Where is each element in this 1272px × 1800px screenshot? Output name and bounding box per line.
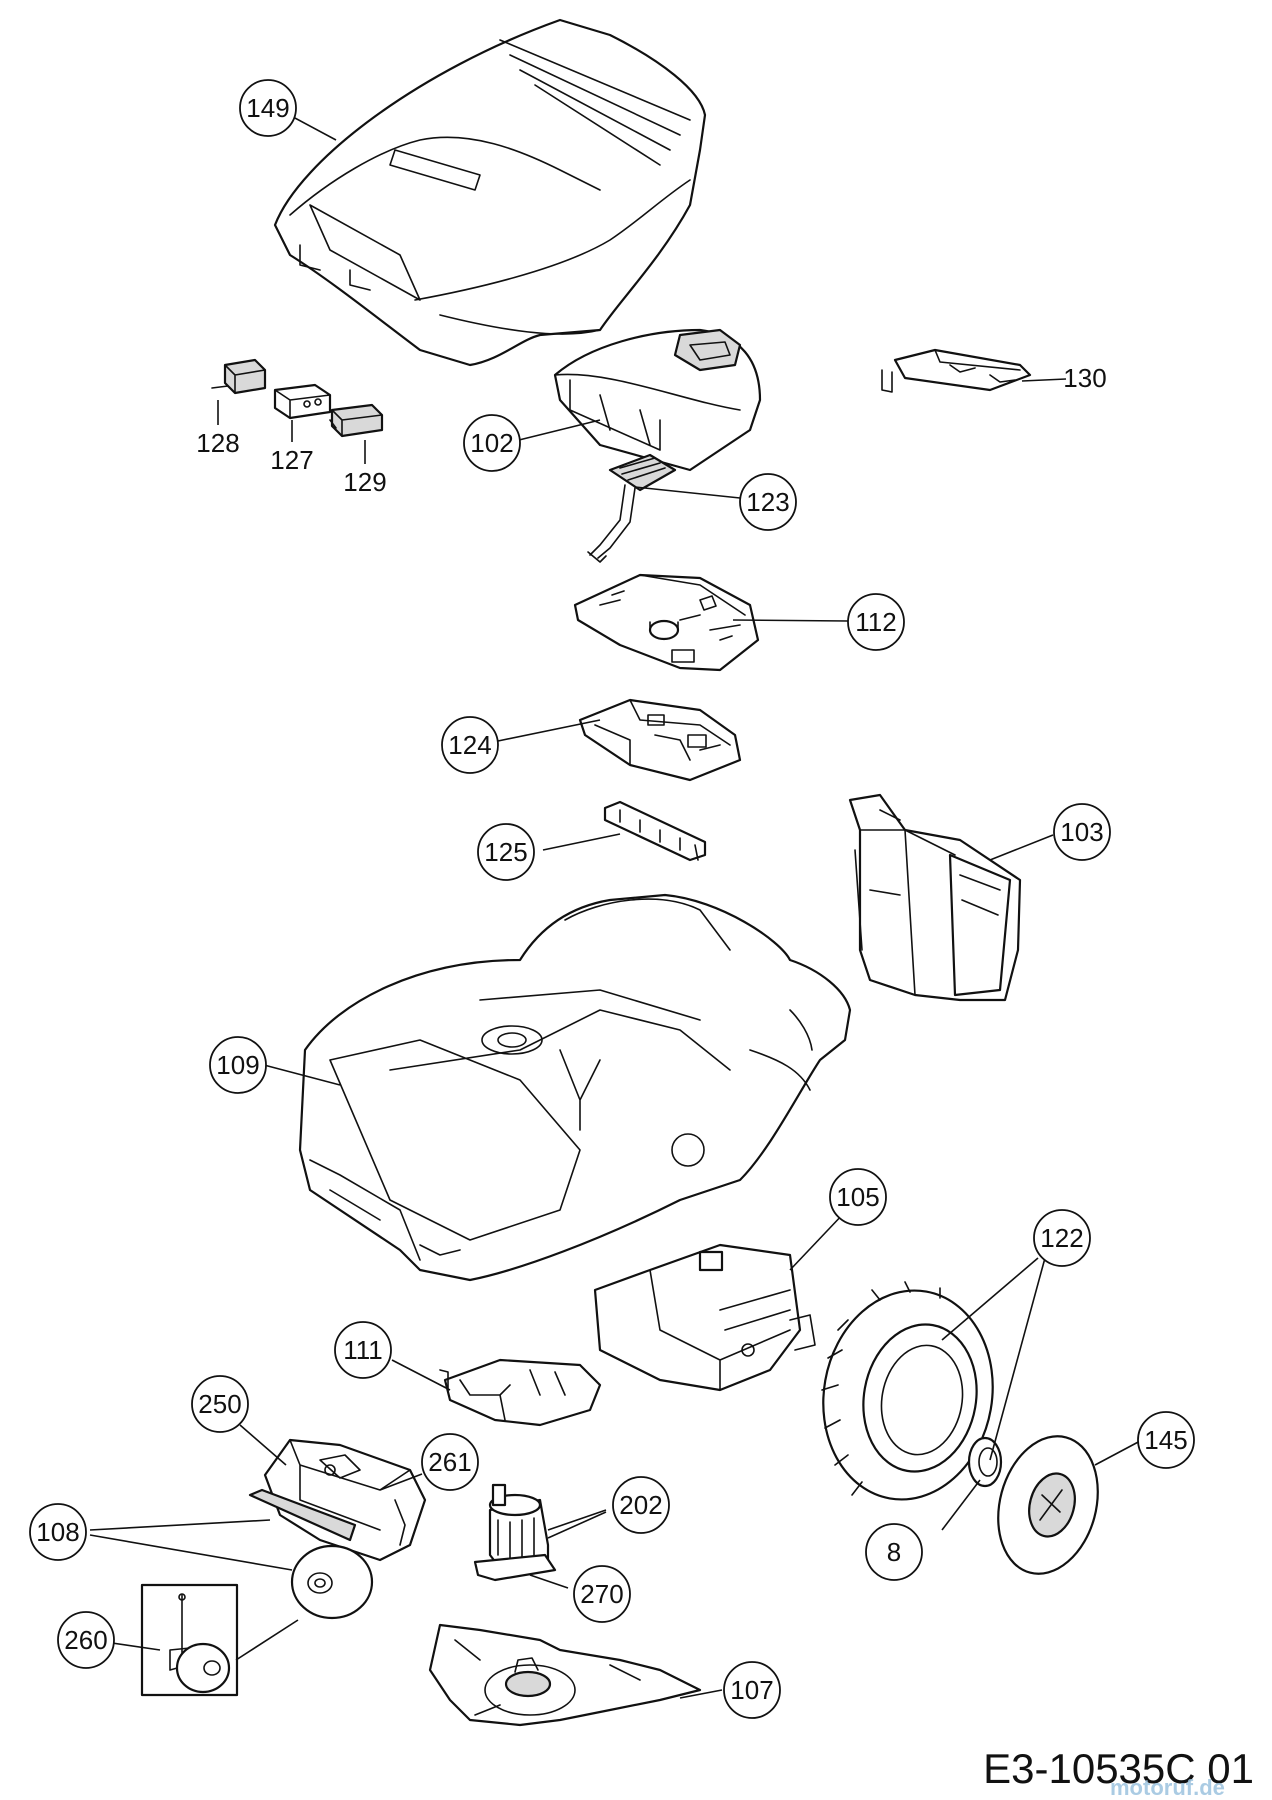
callout-260: 260	[57, 1611, 115, 1669]
part-125-rail	[603, 800, 707, 862]
part-111-bracket	[439, 1358, 602, 1427]
callout-111: 111	[334, 1321, 392, 1379]
part-124-holder	[578, 698, 742, 782]
callout-202: 202	[612, 1476, 670, 1534]
leader-lines	[89, 109, 1143, 1699]
callout-250: 250	[191, 1375, 249, 1433]
part-105-wheel-motor	[593, 1243, 816, 1392]
callout-145: 145	[1137, 1411, 1195, 1469]
callout-122: 122	[1033, 1209, 1091, 1267]
label-130: 130	[1063, 363, 1106, 393]
callout-124: 124	[441, 716, 499, 774]
label-127: 127	[270, 445, 313, 475]
part-107-blade-disc	[428, 1623, 702, 1727]
svg-text:8: 8	[887, 1537, 901, 1567]
svg-text:124: 124	[448, 730, 491, 760]
part-149-top-cover	[273, 18, 707, 367]
callout-105: 105	[829, 1168, 887, 1226]
part-260-caster	[140, 1583, 239, 1697]
callout-102: 102	[463, 414, 521, 472]
drawing-code: E3-10535C 01	[983, 1745, 1254, 1792]
callout-125: 125	[477, 823, 535, 881]
part-261-component	[319, 1454, 361, 1479]
svg-text:270: 270	[580, 1579, 623, 1609]
svg-text:103: 103	[1060, 817, 1103, 847]
part-128-connector	[211, 358, 267, 395]
part-250-housing	[248, 1438, 427, 1562]
part-102-battery-cover	[553, 328, 762, 472]
svg-text:260: 260	[64, 1625, 107, 1655]
svg-text:111: 111	[343, 1335, 383, 1365]
svg-text:123: 123	[746, 487, 789, 517]
svg-text:109: 109	[216, 1050, 259, 1080]
svg-text:125: 125	[484, 837, 527, 867]
svg-text:112: 112	[855, 607, 896, 637]
callout-270: 270	[573, 1565, 631, 1623]
svg-text:108: 108	[36, 1517, 79, 1547]
plain-labels: 130 128 127 129	[196, 363, 1106, 497]
label-128: 128	[196, 428, 239, 458]
part-145-hubcap	[997, 1435, 1099, 1575]
callout-8: 8	[865, 1523, 923, 1581]
callout-123: 123	[739, 473, 797, 531]
callout-149: 149	[239, 79, 297, 137]
svg-text:261: 261	[428, 1447, 471, 1477]
svg-text:250: 250	[198, 1389, 241, 1419]
label-129: 129	[343, 467, 386, 497]
part-127-connector	[273, 383, 332, 420]
part-103-battery-box	[848, 793, 1022, 1002]
callout-107: 107	[723, 1661, 781, 1719]
callout-108: 108	[29, 1503, 87, 1561]
callout-109: 109	[209, 1036, 267, 1094]
part-108-front-wheel	[290, 1544, 374, 1620]
svg-text:122: 122	[1040, 1223, 1083, 1253]
part-109-chassis	[298, 893, 852, 1282]
svg-text:102: 102	[470, 428, 513, 458]
svg-text:107: 107	[730, 1675, 773, 1705]
part-130-bracket	[881, 348, 1032, 393]
part-8-hub	[967, 1436, 1003, 1488]
part-129-connector	[329, 403, 384, 438]
svg-text:105: 105	[836, 1182, 879, 1212]
part-270-motor-mount	[473, 1553, 557, 1582]
part-122-wheel	[821, 1281, 994, 1501]
callout-261: 261	[421, 1433, 479, 1491]
watermark: motoruf.de	[1110, 1775, 1225, 1800]
callout-103: 103	[1053, 803, 1111, 861]
part-123-label-cable	[587, 453, 677, 563]
svg-text:202: 202	[619, 1490, 662, 1520]
callout-112: 112	[847, 593, 905, 651]
part-112-circuit-board	[573, 573, 760, 672]
svg-text:149: 149	[246, 93, 289, 123]
svg-text:145: 145	[1144, 1425, 1187, 1455]
